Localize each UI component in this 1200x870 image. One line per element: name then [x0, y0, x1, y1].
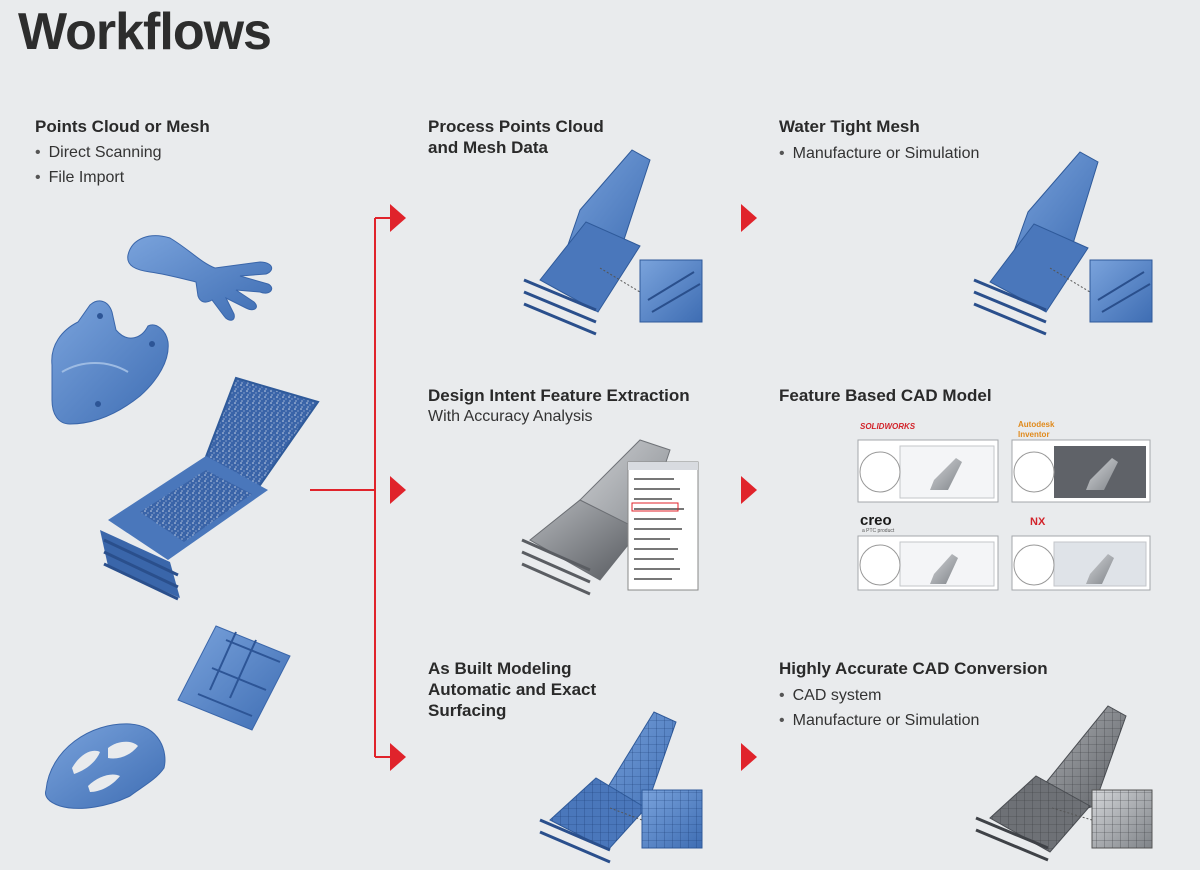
arrow-to-asbuilt-icon [390, 743, 406, 771]
autodesk-logo: Autodesk [1018, 420, 1055, 429]
step-process-heading: Process Points Cloud and Mesh Data [428, 117, 604, 157]
bracket-scan-icon [51, 300, 169, 425]
process-blade-icon [523, 149, 703, 336]
arrow-to-cad-conversion-icon [741, 743, 757, 771]
step-design-intent-sub: With Accuracy Analysis [428, 408, 593, 425]
input-bullets: Direct Scanning File Import [35, 140, 162, 190]
solidworks-logo: SOLIDWORKS [860, 422, 916, 431]
helmet-scan-icon [45, 723, 166, 809]
cad-creo-panel [857, 535, 999, 591]
nx-logo: NX [1030, 516, 1046, 528]
output-cad-conversion-bullets: CAD system Manufacture or Simulation [779, 683, 980, 733]
input-heading: Points Cloud or Mesh [35, 117, 210, 136]
step-design-intent-heading: Design Intent Feature Extraction [428, 386, 690, 405]
output-watertight-heading: Water Tight Mesh [779, 117, 920, 136]
arrow-to-watertight-icon [741, 204, 757, 232]
watertight-blade-icon [973, 151, 1153, 336]
flow-connector [310, 217, 392, 758]
cad-inventor-panel [1011, 439, 1151, 503]
arrow-to-process-icon [390, 204, 406, 232]
page-title: Workflows [18, 3, 272, 61]
output-bullet: Manufacture or Simulation [779, 708, 980, 733]
design-intent-blade-icon [521, 439, 699, 596]
input-bullet: Direct Scanning [35, 140, 162, 165]
cad-nx-panel [1011, 535, 1151, 591]
hand-scan-icon [127, 235, 273, 321]
output-feature-cad-heading: Feature Based CAD Model [779, 386, 992, 405]
input-bullet: File Import [35, 165, 162, 190]
tire-tread-scan-icon [177, 625, 291, 731]
as-built-blade-icon [539, 711, 703, 864]
cad-solidworks-panel [857, 439, 999, 503]
inventor-logo: Inventor [1018, 430, 1050, 439]
ptc-logo: a PTC product [862, 528, 895, 534]
step-as-built-heading: As Built Modeling Automatic and Exact Su… [428, 659, 597, 720]
creo-logo: creo [860, 512, 892, 529]
cad-conversion-blade-icon [975, 705, 1153, 862]
output-cad-conversion-heading: Highly Accurate CAD Conversion [779, 659, 1048, 678]
output-bullet: CAD system [779, 683, 979, 708]
blade-pointcloud-icon [100, 376, 320, 601]
arrow-to-design-icon [390, 476, 406, 504]
output-watertight-bullets: Manufacture or Simulation [779, 141, 980, 166]
output-bullet: Manufacture or Simulation [779, 141, 980, 166]
arrow-to-feature-cad-icon [741, 476, 757, 504]
